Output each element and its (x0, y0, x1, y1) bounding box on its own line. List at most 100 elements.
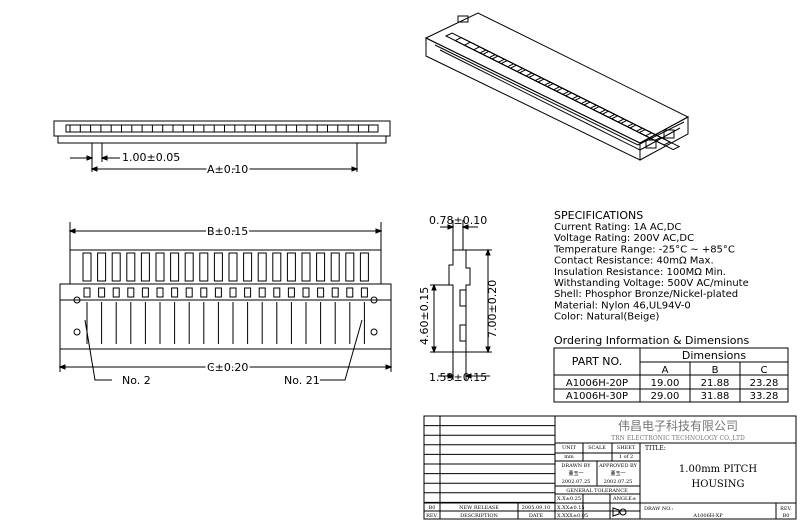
draw-no-value: A1006H-XP (692, 513, 723, 519)
contact-pin (316, 252, 326, 282)
iso-slot (463, 41, 506, 63)
contact-pin (301, 252, 311, 282)
ordering-col-a: A (662, 365, 669, 376)
spec-line: Insulation Resistance: 100MΩ Min. (554, 267, 726, 278)
title-block (423, 415, 797, 520)
company-name-en: TRN ELECTRONIC TECHNOLOGY CO.,LTD (611, 435, 745, 442)
contact-pin (213, 252, 223, 282)
side-view (430, 220, 492, 380)
pin-first-label: No. 2 (122, 374, 151, 387)
scale-label: SCALE (588, 445, 606, 451)
contact-pad (83, 287, 91, 298)
plan-view (58, 222, 393, 381)
spec-line: Material: Nylon 46,UL94V-0 (554, 300, 691, 311)
ordering-row-a: 29.00 (651, 391, 680, 402)
revision-description: NEW RELEASE (459, 505, 499, 511)
angle-tolerance: ANGLE± (612, 496, 636, 502)
contact-pin (111, 252, 121, 282)
ordering-row-part: A1006H-20P (566, 378, 628, 389)
dimension-a: A±0.10 (207, 163, 248, 176)
company-name-cn: 伟昌电子科技有限公司 (618, 419, 738, 433)
ordering-col-c: C (761, 365, 768, 376)
drawn-by-label: DRAWN BY (561, 463, 591, 469)
ordering-col-b: B (712, 365, 719, 376)
revision-code: B0 (429, 505, 436, 511)
title-label: TITLE: (645, 445, 666, 452)
spec-line: Current Rating: 1A AC,DC (554, 222, 681, 233)
iso-slot (601, 110, 644, 132)
pitch-dimension: 1.00±0.05 (122, 151, 180, 164)
ordering-row-b: 21.88 (701, 378, 730, 389)
ordering-table (553, 347, 789, 403)
depth-dimension: 1.59±0.15 (429, 371, 487, 384)
ordering-row-a: 19.00 (651, 378, 680, 389)
contact-pad (287, 287, 295, 298)
spec-line: Contact Resistance: 40mΩ Max. (554, 256, 714, 267)
contact-pad (317, 287, 325, 298)
iso-slot (592, 106, 635, 128)
ordering-dims-header: Dimensions (682, 349, 746, 362)
drawing-title-line1: 1.00mm PITCH (679, 464, 757, 475)
iso-slot (638, 129, 681, 151)
contact-pin (330, 252, 340, 282)
contact-pad (127, 287, 135, 298)
spec-heading: SPECIFICATIONS (554, 209, 643, 222)
spec-line: Temperature Range: -25°C ~ +85°C (553, 244, 735, 255)
ordering-row-c: 33.28 (750, 391, 779, 402)
iso-slot (619, 119, 662, 141)
height-dimension: 7.00±0.20 (486, 280, 499, 338)
drawn-by-name: 董玉一 (568, 470, 583, 477)
approved-by-name: 董玉一 (610, 470, 625, 477)
spec-line: Voltage Rating: 200V AC,DC (554, 233, 694, 244)
iso-slot (610, 115, 653, 137)
contact-pad (200, 287, 208, 298)
contact-pin (286, 252, 296, 282)
rev-label: REV. (780, 506, 792, 512)
contact-pad (331, 287, 339, 298)
tolerance-2: X.XX±0.15 (557, 505, 585, 511)
rev-header: REV. (426, 513, 438, 519)
contact-pad (98, 287, 106, 298)
draw-no-label: DRAW NO.: (644, 506, 674, 512)
ordering-row-part: A1006H-30P (566, 391, 628, 402)
contact-pin (126, 252, 136, 282)
contact-pin (184, 252, 194, 282)
spec-line: Color: Natural(Beige) (554, 312, 660, 323)
inner-height-dimension: 4.60±0.15 (418, 287, 431, 345)
front-view (53, 120, 391, 172)
contact-pad (214, 287, 222, 298)
dimension-b: B±0.15 (207, 225, 248, 238)
contact-pad (360, 287, 368, 298)
spec-line: Shell: Phosphor Bronze/Nickel-plated (554, 289, 738, 300)
contact-pad (185, 287, 193, 298)
contact-pad (156, 287, 164, 298)
contact-pin (345, 252, 355, 282)
date-header: DATE (529, 513, 544, 519)
sheet-label: SHEET (617, 445, 636, 451)
sheet-value: 1 of 2 (619, 454, 633, 460)
contact-pin (140, 252, 150, 282)
drawing-title-line2: HOUSING (692, 479, 745, 490)
contact-pin (243, 252, 253, 282)
ordering-row-c: 23.28 (750, 378, 779, 389)
general-tolerance-label: GENERAL TOLERANCE (566, 488, 628, 494)
contact-pad (229, 287, 237, 298)
tolerance-3: X.XXX±0.05 (557, 513, 588, 519)
contact-pad (112, 287, 120, 298)
contact-pad (171, 287, 179, 298)
tolerance-1: X.X±0.25 (557, 496, 581, 502)
contact-pin (359, 252, 369, 282)
isometric-view (424, 12, 690, 161)
contact-pin (82, 252, 92, 282)
thickness-dimension: 0.78±0.10 (429, 214, 487, 227)
ordering-part-header: PART NO. (572, 355, 622, 368)
pin-last-label: No. 21 (284, 374, 320, 387)
unit-label: UNIT (562, 445, 577, 451)
contact-pin (257, 252, 267, 282)
ordering-row-b: 31.88 (701, 391, 730, 402)
dimension-c: C±0.20 (207, 361, 248, 374)
revision-date: 2005.09.10 (522, 505, 551, 511)
contact-pad (302, 287, 310, 298)
